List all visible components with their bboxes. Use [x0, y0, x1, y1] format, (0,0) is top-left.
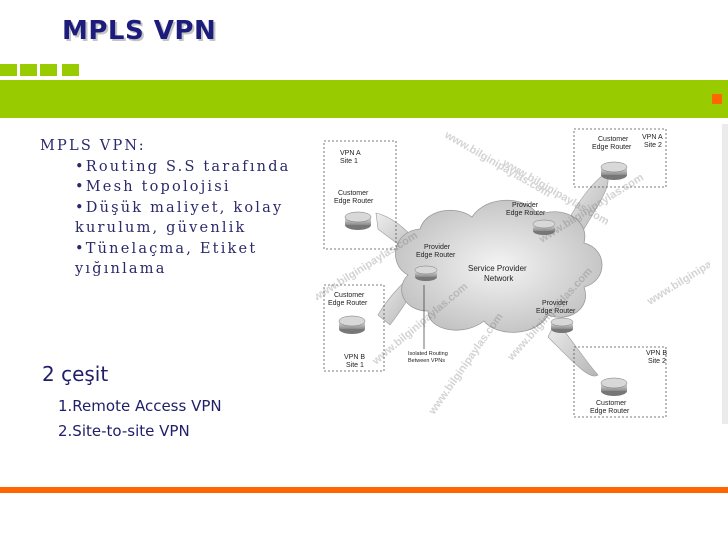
svg-text:www.bilginipaylas.com: www.bilginipaylas.com [644, 233, 710, 308]
accent-square [712, 94, 722, 104]
svg-text:www.bilginipaylas.com: www.bilginipaylas.com [442, 129, 554, 200]
tunnel-vpn-b-site2 [547, 320, 599, 377]
bullet-item-continuation: yığınlama [75, 261, 167, 277]
bullet-item: •Mesh topolojisi [75, 179, 231, 195]
header-band [0, 80, 728, 118]
site-box-vpn-b-site2 [573, 346, 667, 418]
site-box-vpn-a-site2 [573, 128, 667, 188]
provider-router-icon [532, 219, 556, 235]
types-heading: 2 çeşit [42, 362, 109, 386]
site-box-vpn-b-site1 [323, 284, 385, 372]
bullet-item: •Routing S.S tarafında [75, 158, 291, 175]
provider-router-icon [550, 317, 574, 333]
bullet-item-continuation: kurulum, güvenlik [75, 220, 247, 236]
decor-square [20, 64, 37, 76]
provider-router-icon [414, 265, 438, 281]
customer-router-icon [338, 315, 366, 334]
types-item: 2.Site-to-site VPN [58, 422, 190, 440]
types-list: 1.Remote Access VPN 2.Site-to-site VPN [58, 394, 222, 444]
right-edge-strip [722, 124, 728, 424]
footer-line [0, 487, 728, 493]
bullet-item: •Tünelaçma, Etiket [75, 240, 258, 257]
svg-text:www.bilginipaylas.com: www.bilginipaylas.com [536, 171, 646, 246]
bullet-item: •Düşük maliyet, kolay [75, 199, 284, 216]
types-item: 1.Remote Access VPN [58, 397, 222, 415]
bullet-heading: MPLS VPN: [40, 138, 146, 154]
customer-router-icon [600, 161, 628, 180]
customer-router-icon [600, 377, 628, 396]
decor-square [0, 64, 17, 76]
customer-router-icon [344, 211, 372, 230]
site-box-vpn-a-site1 [323, 140, 397, 250]
bullet-list: MPLS VPN: •Routing S.S tarafında •Mesh t… [40, 136, 291, 280]
decor-square [62, 64, 79, 76]
decor-square [40, 64, 57, 76]
slide-title: MPLS VPN [62, 16, 217, 46]
